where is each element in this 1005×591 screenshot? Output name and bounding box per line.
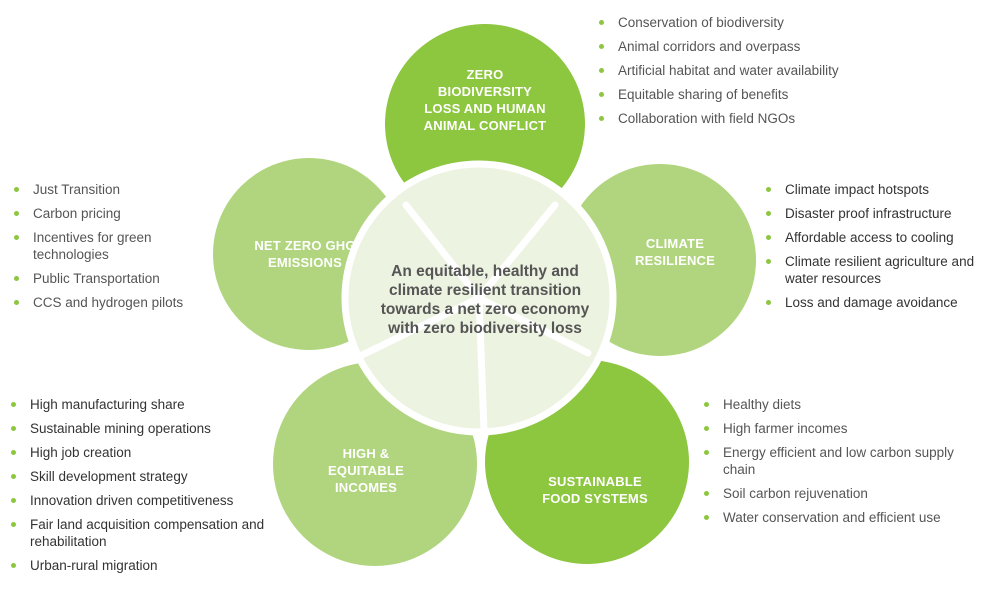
list-item: Fair land acquisition compensation and r… xyxy=(10,516,280,550)
bullet-dot-icon xyxy=(766,259,771,264)
list-item-text: Innovation driven competitiveness xyxy=(30,493,234,508)
list-item: Public Transportation xyxy=(13,270,213,287)
list-item-text: Urban-rural migration xyxy=(30,558,158,573)
bullet-dot-icon xyxy=(766,235,771,240)
list-item: Affordable access to cooling xyxy=(765,229,993,246)
list-item-text: CCS and hydrogen pilots xyxy=(33,295,184,310)
bullet-dot-icon xyxy=(14,276,19,281)
list-item-text: Sustainable mining operations xyxy=(30,421,211,436)
bullet-dot-icon xyxy=(599,44,604,49)
list-item: Conservation of biodiversity xyxy=(598,14,928,31)
bullet-dot-icon xyxy=(599,92,604,97)
list-item: Climate impact hotspots xyxy=(765,181,993,198)
bullet-dot-icon xyxy=(14,235,19,240)
list-item: High farmer incomes xyxy=(703,420,988,437)
list-item: CCS and hydrogen pilots xyxy=(13,294,213,311)
list-item-text: Climate impact hotspots xyxy=(785,182,930,197)
list-item-text: Water conservation and efficient use xyxy=(723,510,941,525)
list-item-text: Incentives for green technologies xyxy=(33,230,152,262)
list-item-text: Public Transportation xyxy=(33,271,160,286)
list-item-text: Carbon pricing xyxy=(33,206,121,221)
list-item-text: Collaboration with field NGOs xyxy=(618,111,796,126)
list-item-text: Affordable access to cooling xyxy=(785,230,954,245)
petal-label-incomes: HIGH & EQUITABLE INCOMES xyxy=(328,446,404,495)
list-item-text: Animal corridors and overpass xyxy=(618,39,801,54)
bullet-dot-icon xyxy=(599,116,604,121)
list-item-text: Equitable sharing of benefits xyxy=(618,87,789,102)
bullet-dot-icon xyxy=(704,426,709,431)
list-item: Innovation driven competitiveness xyxy=(10,492,280,509)
list-item-text: Healthy diets xyxy=(723,397,802,412)
bullet-dot-icon xyxy=(766,211,771,216)
bullet-dot-icon xyxy=(766,187,771,192)
list-item-text: Loss and damage avoidance xyxy=(785,295,958,310)
list-item: Artificial habitat and water availabilit… xyxy=(598,62,928,79)
list-item: Urban-rural migration xyxy=(10,557,280,574)
center-text: An equitable, healthy and climate resili… xyxy=(380,263,590,337)
bullet-dot-icon xyxy=(11,498,16,503)
list-item: Climate resilient agriculture and water … xyxy=(765,253,993,287)
list-item: Soil carbon rejuvenation xyxy=(703,485,988,502)
list-item: Collaboration with field NGOs xyxy=(598,110,928,127)
list-item-text: Disaster proof infrastructure xyxy=(785,206,952,221)
bullet-dot-icon xyxy=(704,402,709,407)
bullet-dot-icon xyxy=(599,68,604,73)
list-item-text: Fair land acquisition compensation and r… xyxy=(30,517,265,549)
bullet-dot-icon xyxy=(704,491,709,496)
petal-label-food: SUSTAINABLE FOOD SYSTEMS xyxy=(542,474,648,506)
list-item: High manufacturing share xyxy=(10,396,280,413)
list-item-text: High manufacturing share xyxy=(30,397,185,412)
list-item: Incentives for green technologies xyxy=(13,229,213,263)
list-item: Carbon pricing xyxy=(13,205,213,222)
bullet-dot-icon xyxy=(14,300,19,305)
list-item: High job creation xyxy=(10,444,280,461)
bullet-dot-icon xyxy=(14,187,19,192)
bullet-dot-icon xyxy=(599,20,604,25)
list-item-text: Energy efficient and low carbon supply c… xyxy=(723,445,954,477)
list-item-text: High farmer incomes xyxy=(723,421,848,436)
bullet-dot-icon xyxy=(11,563,16,568)
bullet-dot-icon xyxy=(11,402,16,407)
center-dividers xyxy=(348,201,592,434)
petal-label-resilience: CLIMATE RESILIENCE xyxy=(634,236,715,268)
list-item-text: High job creation xyxy=(30,445,132,460)
list-item-text: Just Transition xyxy=(33,182,121,197)
list-item: Sustainable mining operations xyxy=(10,420,280,437)
bullet-dot-icon xyxy=(766,300,771,305)
list-item-text: Artificial habitat and water availabilit… xyxy=(618,63,839,78)
list-item-text: Climate resilient agriculture and water … xyxy=(785,254,975,286)
petal-label-biodiversity: ZERO BIODIVERSITY LOSS AND HUMAN ANIMAL … xyxy=(423,67,547,133)
bullet-dot-icon xyxy=(11,426,16,431)
list-item: Loss and damage avoidance xyxy=(765,294,993,311)
list-item-text: Skill development strategy xyxy=(30,469,188,484)
list-item: Equitable sharing of benefits xyxy=(598,86,928,103)
list-item: Energy efficient and low carbon supply c… xyxy=(703,444,988,478)
list-item-text: Soil carbon rejuvenation xyxy=(723,486,868,501)
list-item: Skill development strategy xyxy=(10,468,280,485)
list-item: Just Transition xyxy=(13,181,213,198)
petal-label-ghg: NET ZERO GHG EMISSIONS xyxy=(254,238,356,270)
list-item: Water conservation and efficient use xyxy=(703,509,988,526)
bullet-dot-icon xyxy=(11,474,16,479)
list-item: Healthy diets xyxy=(703,396,988,413)
bullet-dot-icon xyxy=(704,450,709,455)
list-item: Disaster proof infrastructure xyxy=(765,205,993,222)
list-item-text: Conservation of biodiversity xyxy=(618,15,784,30)
bullet-dot-icon xyxy=(704,515,709,520)
bullet-dot-icon xyxy=(11,522,16,527)
list-item: Animal corridors and overpass xyxy=(598,38,928,55)
bullet-dot-icon xyxy=(14,211,19,216)
bullet-dot-icon xyxy=(11,450,16,455)
